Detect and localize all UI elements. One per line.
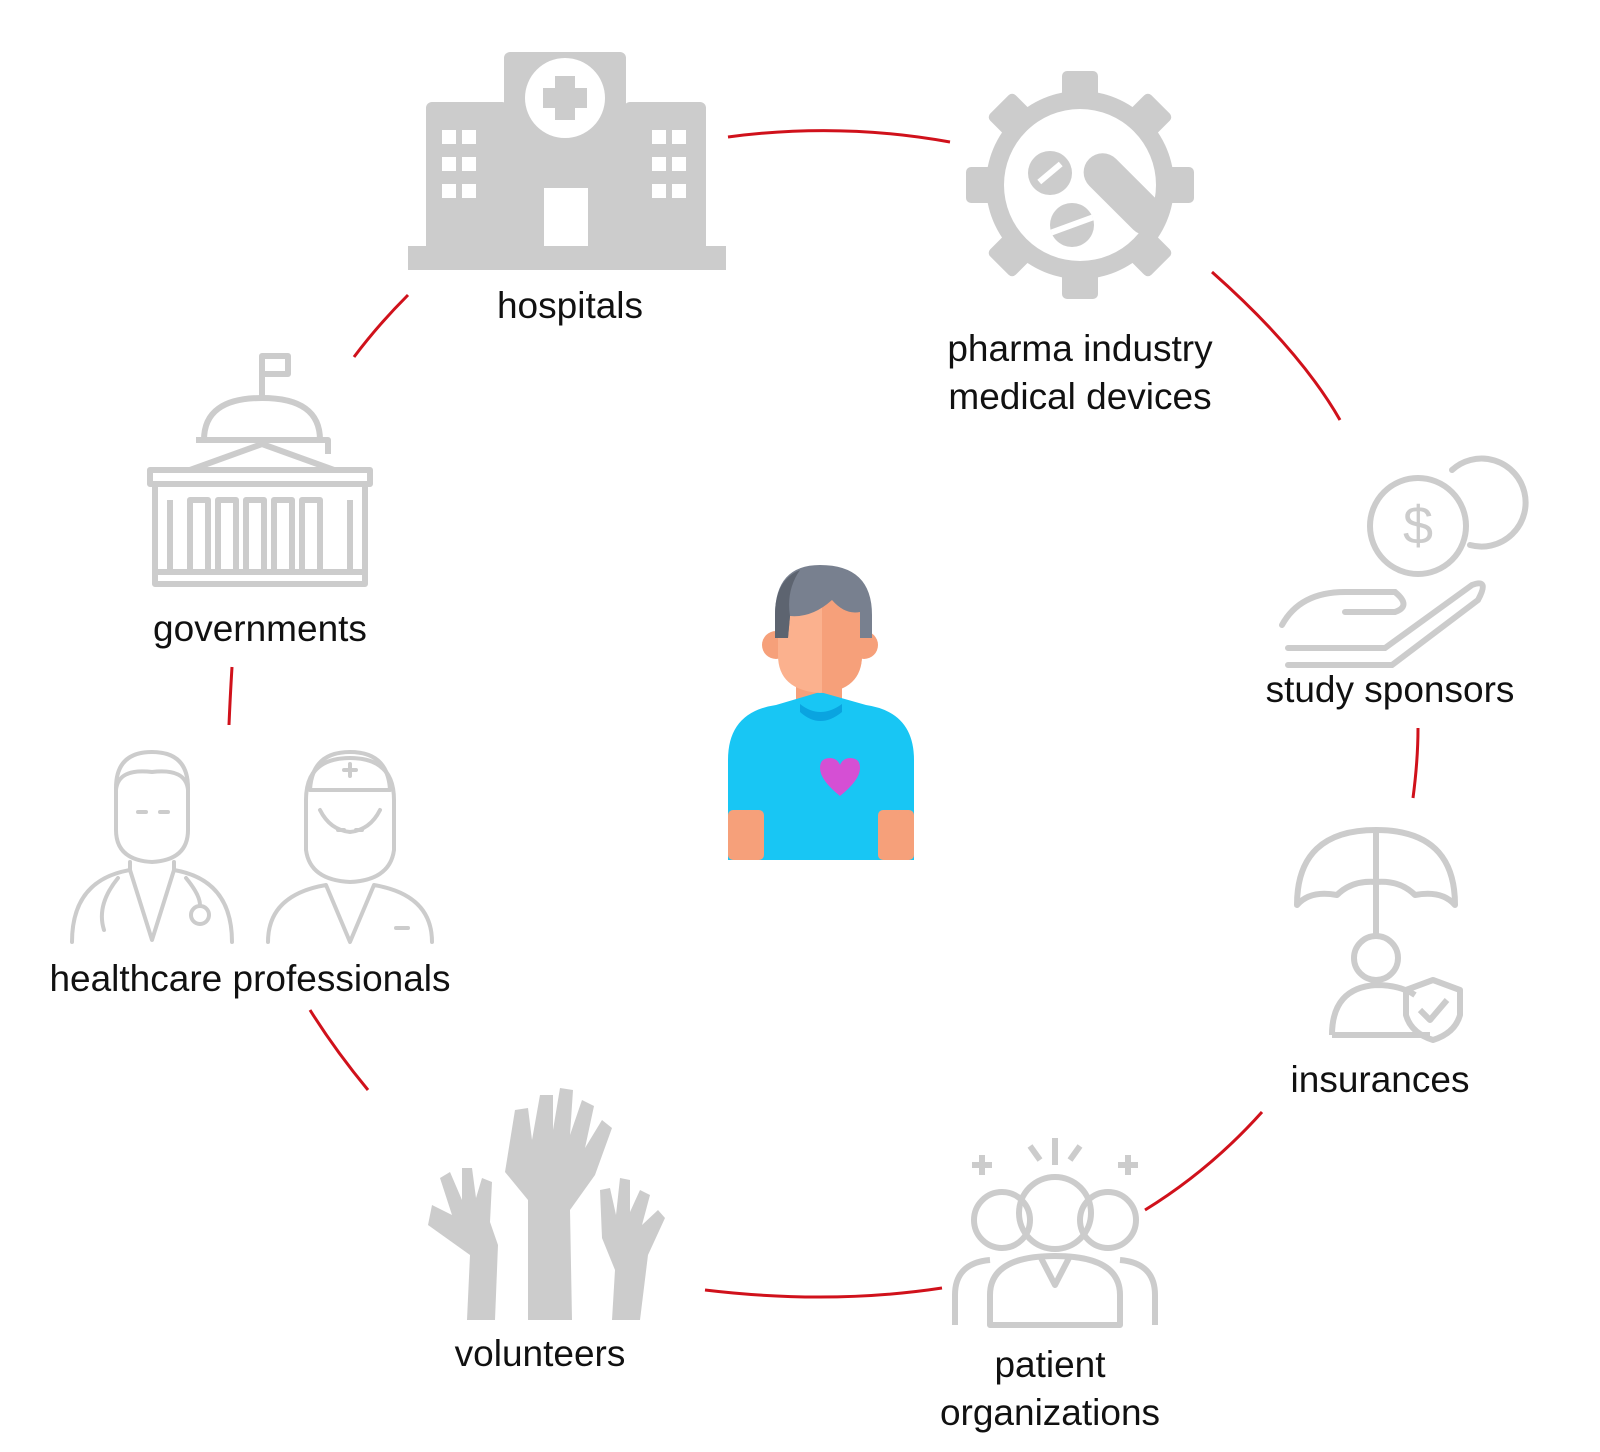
label-governments: governments bbox=[153, 608, 367, 649]
doctor-nurse-icon bbox=[70, 750, 434, 944]
umbrella-person-shield-icon bbox=[1294, 827, 1463, 1043]
arc-governments-hospitals bbox=[352, 293, 410, 358]
arc-hcp-governments bbox=[227, 666, 234, 726]
patient-person-with-heart-icon bbox=[728, 565, 914, 860]
label-volunteers: volunteers bbox=[454, 1333, 626, 1374]
arc-hospitals-pharma bbox=[727, 129, 951, 144]
label-insurances: insurances bbox=[1290, 1059, 1470, 1100]
arc-sponsors-insurances bbox=[1411, 727, 1420, 799]
arc-patientorgs-volunteers bbox=[704, 1286, 943, 1299]
label-healthcare-professionals: healthcare professionals bbox=[49, 958, 451, 999]
hand-coins-icon: $ bbox=[1279, 455, 1529, 668]
ring-connectors bbox=[227, 129, 1420, 1299]
pharma-gear-pills-icon bbox=[966, 71, 1194, 299]
label-study-sponsors: study sponsors bbox=[1265, 669, 1515, 710]
raised-hands-icon bbox=[428, 1088, 665, 1320]
government-building-icon bbox=[147, 353, 373, 587]
label-patient-organizations: patient organizations bbox=[939, 1344, 1161, 1433]
svg-text:$: $ bbox=[1403, 496, 1433, 556]
label-hospitals: hospitals bbox=[496, 285, 644, 326]
patient-group-icon bbox=[952, 1138, 1158, 1328]
arc-pharma-sponsors bbox=[1211, 270, 1342, 421]
arc-insurances-patientorgs bbox=[1144, 1110, 1264, 1212]
arc-volunteers-hcp bbox=[308, 1009, 370, 1091]
label-pharma: pharma industry medical devices bbox=[947, 328, 1213, 417]
hospital-icon bbox=[408, 52, 726, 270]
